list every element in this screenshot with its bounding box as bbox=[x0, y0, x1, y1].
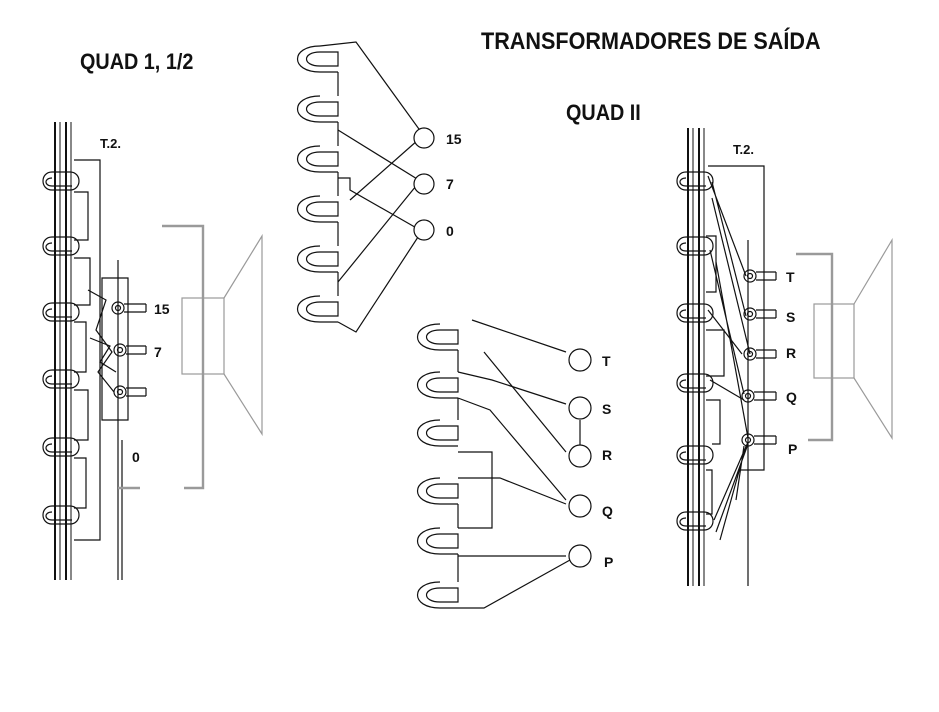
quad-2-tap-Q-terminal bbox=[741, 389, 777, 403]
quad-1-heading: QUAD 1, 1/2 bbox=[80, 49, 194, 74]
quad-2-transformer bbox=[676, 128, 777, 586]
main-title: TRANSFORMADORES DE SAÍDA bbox=[481, 28, 821, 55]
quad-2-tap-R-label: R bbox=[786, 345, 796, 361]
quad-2-tap-Q-label: Q bbox=[786, 389, 797, 405]
quad-1-tap-0-label: 0 bbox=[132, 449, 140, 465]
center-top-tap-7-label: 7 bbox=[446, 176, 454, 192]
quad-1-coil-schematic bbox=[296, 41, 435, 333]
quad-1-tap-7-label: 7 bbox=[154, 344, 162, 360]
quad-2-schematic-tap-S bbox=[568, 396, 592, 420]
center-bottom-tap-Q-label: Q bbox=[602, 503, 613, 519]
center-bottom-tap-P-label: P bbox=[604, 554, 613, 570]
quad-1-tap-15-terminal bbox=[111, 301, 147, 315]
quad-1-tap-0-terminal bbox=[113, 385, 147, 399]
quad-2-loudspeaker bbox=[796, 237, 893, 442]
center-top-tap-0-label: 0 bbox=[446, 223, 454, 239]
quad-1-loudspeaker bbox=[118, 224, 263, 490]
center-top-tap-15-label: 15 bbox=[446, 131, 462, 147]
quad-2-schematic-tap-P bbox=[568, 544, 592, 568]
quad-1-transformer-label: T.2. bbox=[100, 136, 121, 151]
center-bottom-tap-R-label: R bbox=[602, 447, 612, 463]
quad-1-schematic-tap-0 bbox=[413, 219, 435, 241]
center-bottom-tap-S-label: S bbox=[602, 401, 611, 417]
quad-2-tap-T-label: T bbox=[786, 269, 795, 285]
quad-2-tap-T-terminal bbox=[743, 269, 777, 283]
quad-1-schematic-tap-7 bbox=[413, 173, 435, 195]
quad-2-tap-R-terminal bbox=[743, 347, 777, 361]
quad-2-transformer-label: T.2. bbox=[733, 142, 754, 157]
quad-2-tap-P-terminal bbox=[741, 433, 777, 447]
quad-2-tap-S-label: S bbox=[786, 309, 795, 325]
quad-2-heading: QUAD II bbox=[566, 100, 641, 125]
quad-2-tap-P-label: P bbox=[788, 441, 797, 457]
center-bottom-tap-T-label: T bbox=[602, 353, 611, 369]
quad-1-tap-7-terminal bbox=[113, 343, 147, 357]
quad-1-schematic-tap-15 bbox=[413, 127, 435, 149]
quad-1-tap-15-label: 15 bbox=[154, 301, 170, 317]
quad-2-coil-schematic bbox=[416, 319, 592, 609]
quad-2-schematic-tap-R bbox=[568, 444, 592, 468]
quad-2-tap-S-terminal bbox=[743, 307, 777, 321]
quad-2-schematic-tap-Q bbox=[568, 494, 592, 518]
quad-2-schematic-tap-T bbox=[568, 348, 592, 372]
quad-1-transformer bbox=[42, 122, 147, 580]
